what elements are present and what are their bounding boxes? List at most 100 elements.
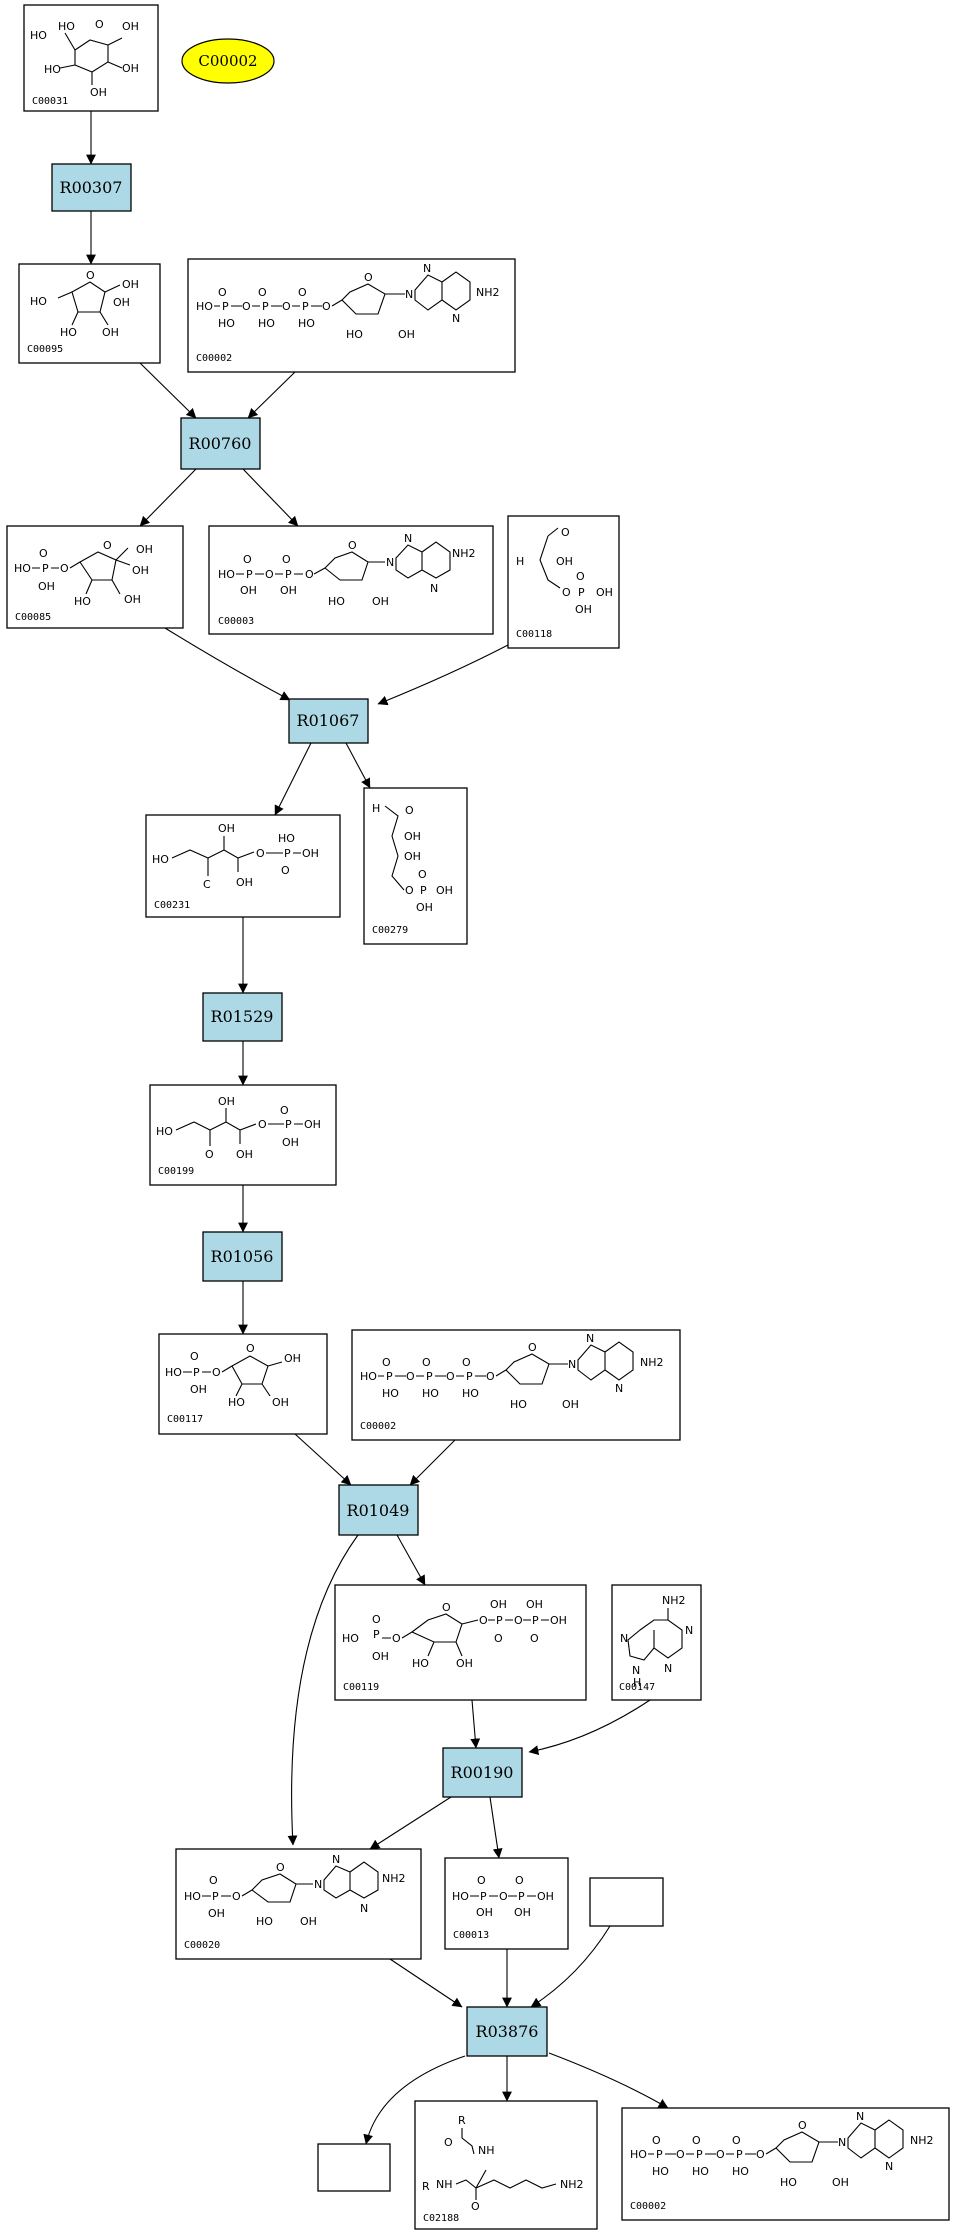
chem-h: H — [372, 802, 380, 815]
chem-o: O — [298, 286, 307, 299]
chem-ho: HO — [196, 300, 213, 313]
chem-o: O — [348, 539, 357, 552]
compound-C00147[interactable]: NH2 N N N N H C00147 — [611, 1584, 702, 1701]
chem-nh2: NH2 — [640, 1356, 664, 1369]
chem-o: O — [276, 1861, 285, 1874]
compound-C00002[interactable]: HO P P P O O O O O O HO HO HO O N N NH2 … — [351, 1329, 681, 1441]
edge-r03876-blank2 — [363, 2055, 466, 2145]
chem-o: O — [692, 2134, 701, 2147]
compound-id: C02188 — [423, 2213, 459, 2224]
compound-C00002[interactable]: HO P P P O O O O O O HO HO HO O N N NH2 … — [621, 2107, 950, 2221]
compound-C00031[interactable]: HO O OH HO HO OH OH C00031 — [23, 4, 159, 112]
reaction-R01049[interactable]: R01049 — [338, 1484, 419, 1536]
chem-oh: OH — [90, 86, 107, 99]
compound-blank[interactable] — [317, 2143, 391, 2192]
chem-o: O — [242, 300, 251, 313]
chem-ho: HO — [258, 317, 275, 330]
chem-o: O — [732, 2134, 741, 2147]
compound-blank[interactable] — [589, 1877, 664, 1927]
chem-oh: OH — [404, 830, 421, 843]
compound-C00231[interactable]: HO OH C OH O P HO OH O C00231 — [145, 814, 341, 918]
chem-o: O — [212, 1366, 221, 1379]
edge-r03876-c00002c — [548, 2052, 669, 2109]
edge-r01049-c00119 — [396, 1534, 426, 1586]
compound-C00002[interactable]: HO P P P O O O O O O HO HO HO O N N NH2 … — [187, 258, 516, 373]
reaction-label: R01049 — [347, 1501, 410, 1520]
chem-p: P — [496, 1614, 503, 1627]
compound-C02188[interactable]: R O NH R NH O NH2 C02188 — [414, 2100, 598, 2230]
reaction-R03876[interactable]: R03876 — [466, 2006, 548, 2057]
chem-p: P — [466, 1370, 473, 1383]
chem-p: P — [420, 884, 427, 897]
chem-o: O — [561, 526, 570, 539]
chem-oh: OH — [832, 2176, 849, 2189]
chem-p: P — [578, 586, 585, 599]
chem-oh: OH — [476, 1906, 493, 1919]
reaction-label: R01529 — [211, 1007, 274, 1026]
chem-o: O — [282, 553, 291, 566]
compound-id: C00231 — [154, 900, 190, 911]
chem-o: O — [499, 1890, 508, 1903]
compound-C00279[interactable]: H O OH OH O P OH O OH C00279 — [363, 787, 468, 945]
chem-ho: HO — [692, 2165, 709, 2178]
compound-C00119[interactable]: O P HO OH O O O P O P OH OH OH O O HO OH… — [334, 1584, 587, 1701]
chem-o: O — [372, 1613, 381, 1626]
chem-o: O — [232, 1890, 241, 1903]
chem-n: N — [838, 2136, 846, 2149]
chem-ho: HO — [218, 568, 235, 581]
chem-o: O — [392, 1632, 401, 1645]
edge-c00118-r01067 — [377, 644, 509, 706]
chem-ho: HO — [44, 63, 61, 76]
chem-p: P — [518, 1890, 525, 1903]
chem-oh: OH — [218, 822, 235, 835]
reaction-R01529[interactable]: R01529 — [202, 992, 283, 1042]
chem-o: O — [103, 539, 112, 552]
chem-n: N — [664, 1662, 672, 1675]
chem-oh: OH — [236, 876, 253, 889]
compound-id: C00031 — [32, 96, 68, 107]
chem-p: P — [222, 300, 229, 313]
chem-n: N — [632, 1664, 640, 1677]
compound-C00199[interactable]: HO OH O OH O P O OH OH C00199 — [149, 1084, 337, 1186]
chem-p: P — [285, 1118, 292, 1131]
edge-r00760-c00085 — [139, 468, 197, 527]
chem-o: O — [322, 300, 331, 313]
legend-oval[interactable]: C00002 — [181, 38, 275, 84]
reaction-R01067[interactable]: R01067 — [288, 698, 369, 744]
chem-p: P — [736, 2148, 743, 2161]
compound-C00095[interactable]: HO O OH OH HO OH C00095 — [18, 263, 161, 364]
chem-oh: OH — [236, 1148, 253, 1161]
chem-oh: OH — [556, 555, 573, 568]
chem-o: O — [576, 570, 585, 583]
compound-C00020[interactable]: HO P O OH O O N N NH2 N HO OH C00020 — [175, 1848, 422, 1960]
chem-o: O — [652, 2134, 661, 2147]
chem-oh: OH — [190, 1383, 207, 1396]
chem-oh: OH — [208, 1907, 225, 1920]
chem-o: O — [477, 1874, 486, 1887]
edge-c00095-r00760 — [139, 362, 197, 419]
chem-o: O — [281, 864, 290, 877]
reaction-R00190[interactable]: R00190 — [442, 1747, 523, 1798]
reaction-R01056[interactable]: R01056 — [202, 1231, 283, 1282]
compound-C00118[interactable]: O H OH O P OH OH O C00118 — [507, 515, 620, 649]
compound-C00117[interactable]: HO P O OH O O OH HO OH C00117 — [158, 1333, 328, 1435]
chem-o: O — [246, 1342, 255, 1355]
compound-id: C00003 — [218, 616, 254, 627]
reaction-R00760[interactable]: R00760 — [180, 417, 261, 470]
chem-n: N — [386, 556, 394, 569]
chem-o: O — [798, 2119, 807, 2132]
structure-amp: HO P O OH O O N N NH2 N HO OH — [184, 1853, 406, 1928]
structure-adenine: NH2 N N N N H — [620, 1594, 693, 1689]
compound-C00085[interactable]: HO P O OH O O OH OH HO OH C00085 — [6, 525, 184, 629]
compound-id: C00279 — [372, 925, 408, 936]
compound-C00003[interactable]: HO P P O O O O OH OH O N N NH2 N HO OH C… — [208, 525, 494, 635]
chem-o: O — [444, 2136, 453, 2149]
edge-c00147-r00190 — [528, 1699, 651, 1756]
compound-C00013[interactable]: HO P O P OH O O OH OH C00013 — [444, 1857, 569, 1950]
chem-o: O — [305, 568, 314, 581]
compound-id: C00002 — [360, 1421, 396, 1432]
chem-ho: HO — [156, 1125, 173, 1138]
structure-adp: HO P P O O O O OH OH O N N NH2 N HO OH — [218, 532, 476, 608]
reaction-R00307[interactable]: R00307 — [51, 163, 132, 212]
chem-n: N — [685, 1624, 693, 1637]
